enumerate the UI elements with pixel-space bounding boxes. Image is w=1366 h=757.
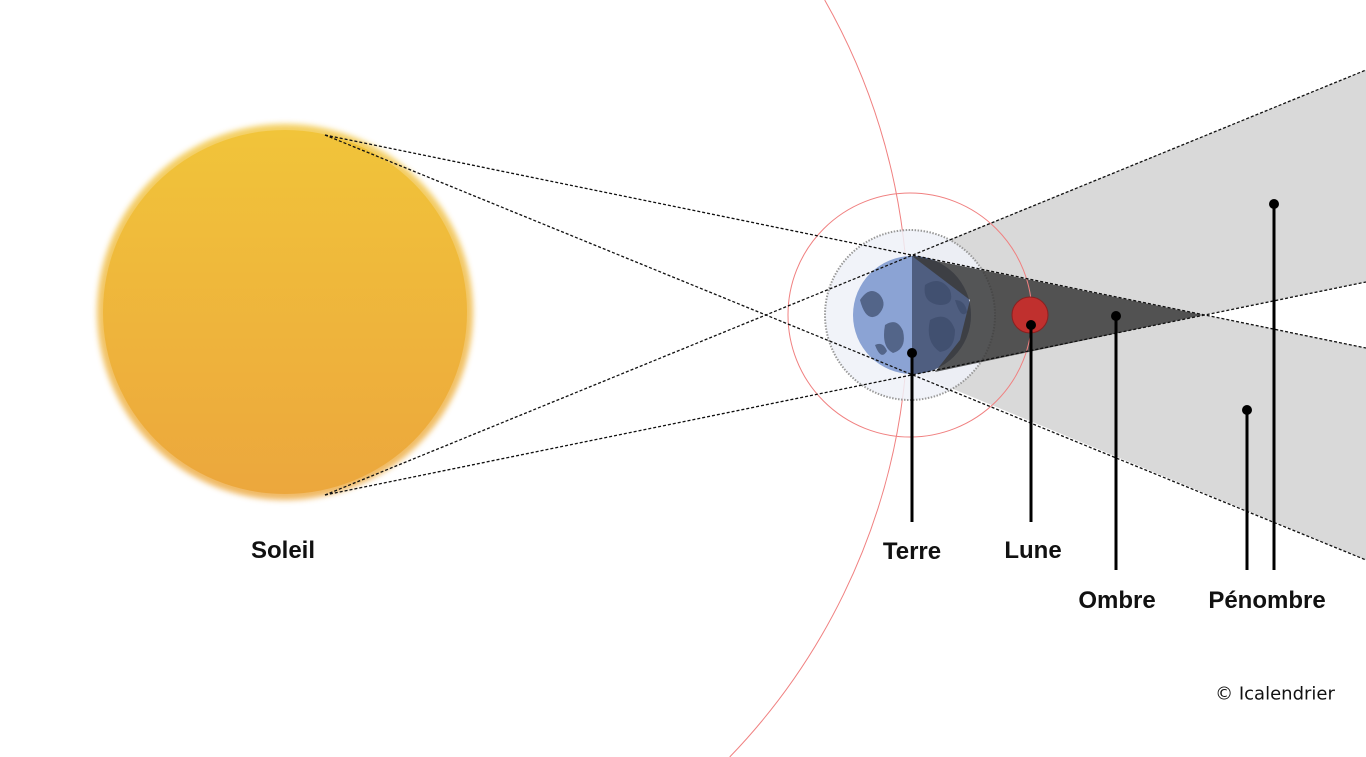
umbra-cone xyxy=(912,256,1203,372)
earth-label: Terre xyxy=(882,538,942,565)
ray-bottom-to-apex xyxy=(324,281,1366,496)
umbra-pointer-dot xyxy=(1111,311,1121,321)
umbra-label: Ombre xyxy=(1078,587,1156,614)
penumbra-pointer-dot-bottom xyxy=(1242,405,1252,415)
ray-top-to-bottom xyxy=(324,134,1366,561)
ray-bottom-to-top xyxy=(324,69,1366,496)
penumbra-pointer-dot-top xyxy=(1269,199,1279,209)
sun xyxy=(103,130,467,494)
copyright-credit: © Icalendrier xyxy=(1215,683,1335,705)
ray-top-to-apex xyxy=(324,134,1366,349)
tangent-lines xyxy=(324,69,1366,561)
moon-label: Lune xyxy=(1004,537,1062,564)
pointers xyxy=(910,204,1276,570)
sun-label: Soleil xyxy=(250,537,316,564)
moon-pointer-dot xyxy=(1026,320,1036,330)
continents xyxy=(860,281,967,355)
earth-pointer-dot xyxy=(907,348,917,358)
penumbra-label: Pénombre xyxy=(1208,587,1326,614)
